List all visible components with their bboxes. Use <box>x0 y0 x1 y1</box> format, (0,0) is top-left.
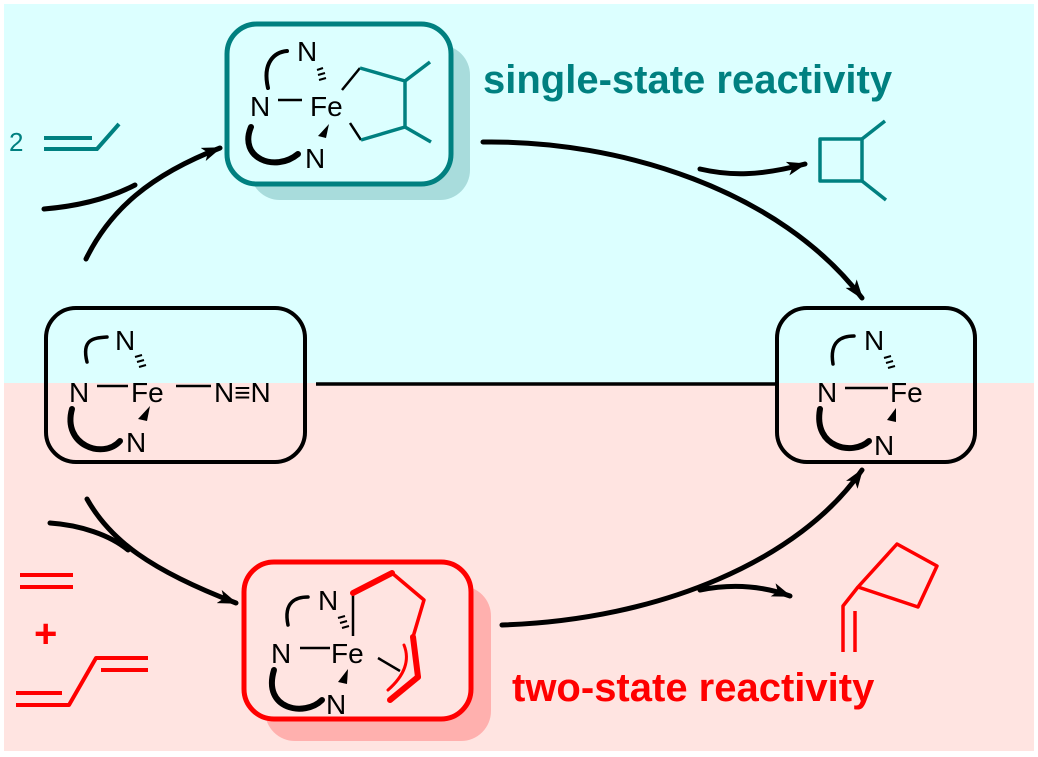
single-state-label: single-state reactivity <box>483 58 893 102</box>
metallacyclopentane-complex: N N Fe N <box>224 21 470 200</box>
arrow-bottom-to-active <box>499 467 865 628</box>
solid-wedge-bond <box>887 408 896 422</box>
stoichiometry-coefficient: 2 <box>9 127 23 157</box>
ligand-arc-bottom <box>269 667 325 712</box>
atom-n-top: N <box>864 325 884 356</box>
atom-n-bottom: N <box>874 430 894 461</box>
atom-n-left: N <box>250 91 270 122</box>
propene-reagent: 2 <box>9 122 121 157</box>
solid-wedge-bond <box>318 124 329 138</box>
hashed-wedge-bond <box>134 354 147 368</box>
arrow-diene-input <box>47 520 131 553</box>
ligand-arc-bottom <box>245 124 301 166</box>
dinitrogen-ligand: N≡N <box>214 377 271 408</box>
arrow-release-cyclobutane <box>697 161 808 177</box>
active-iron-complex: N N Fe N <box>775 306 977 464</box>
two-state-label: two-state reactivity <box>512 666 875 710</box>
arrow-to-allyl-metallacycle <box>84 496 239 606</box>
solid-wedge-bond <box>138 406 150 421</box>
complex-box <box>775 306 977 464</box>
ligand-arc-top <box>285 595 310 627</box>
hashed-wedge-bond <box>316 67 327 81</box>
butadiene-structure <box>16 656 148 707</box>
atom-n-bottom: N <box>305 143 325 174</box>
plus-sign: + <box>34 612 57 656</box>
atom-n-left: N <box>817 377 837 408</box>
arrows <box>41 139 865 628</box>
metallacyclopentane-ring <box>341 60 432 144</box>
ligand-arc-top <box>264 49 289 90</box>
solid-wedge-bond <box>338 669 348 684</box>
ethylene-structure <box>20 573 73 589</box>
two-state-reagents: + <box>16 573 148 707</box>
hashed-wedge-bond <box>883 355 896 369</box>
atom-fe: Fe <box>310 91 343 122</box>
dinitrogen-complex: N N Fe N≡N N <box>44 306 307 464</box>
ligand-arc-top <box>83 335 109 364</box>
bond-fe-allyl <box>377 656 401 673</box>
hashed-wedge-bond <box>337 615 350 629</box>
allyl-metallacycle-complex: N N Fe N <box>241 559 491 741</box>
complex-box <box>44 306 307 464</box>
ligand-arc-bottom <box>816 406 872 451</box>
complex-box <box>224 21 454 187</box>
arrow-propene-input <box>41 182 138 212</box>
dimethylcyclobutane-product <box>818 119 888 202</box>
vinylcyclobutane-product <box>841 542 939 652</box>
ligand-arc-bottom <box>67 406 123 453</box>
allyl-chain <box>350 570 426 703</box>
atom-fe: Fe <box>331 638 364 669</box>
ligand-arc-top <box>830 334 856 366</box>
atom-n-top: N <box>297 36 317 67</box>
atom-n-left: N <box>69 377 89 408</box>
atom-n-bottom: N <box>326 689 346 720</box>
atom-n-top: N <box>318 585 338 616</box>
arrow-to-metallacyclopentane <box>83 145 223 262</box>
atom-n-top: N <box>115 325 135 356</box>
atom-n-left: N <box>271 638 291 669</box>
arrow-release-vinylcyclobutane <box>697 583 793 599</box>
atom-fe: Fe <box>131 377 164 408</box>
single-state-region <box>4 4 1034 383</box>
propene-structure <box>44 122 121 151</box>
atom-n-bottom: N <box>126 427 146 458</box>
arrow-top-to-active <box>480 139 865 301</box>
atom-fe: Fe <box>890 377 923 408</box>
